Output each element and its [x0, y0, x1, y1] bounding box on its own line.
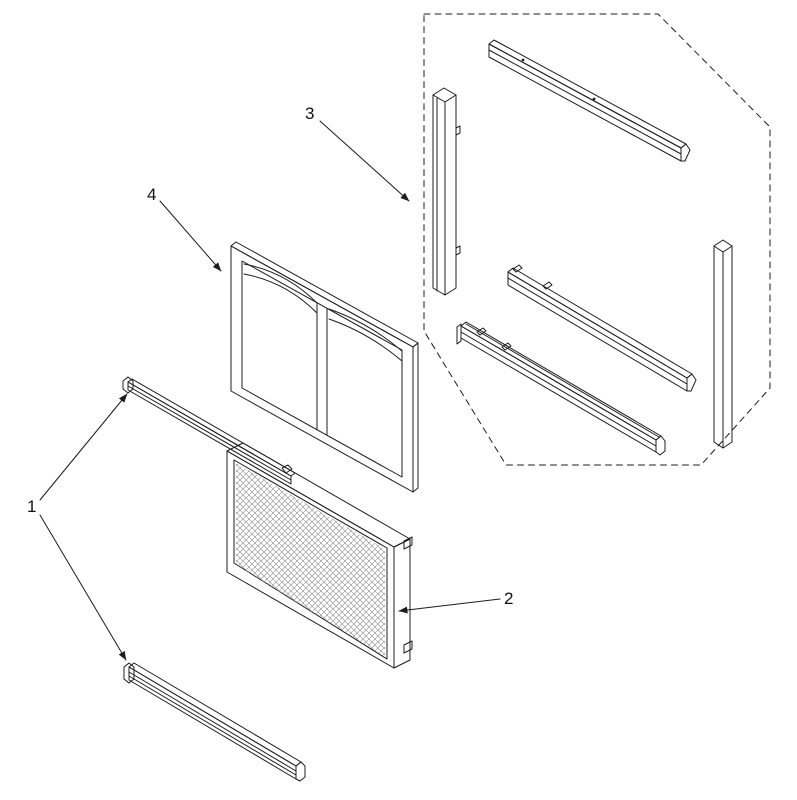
rail-ridge-line: [128, 671, 297, 772]
upper-cross-rail: [122, 376, 296, 485]
callout-4: 4: [147, 185, 222, 272]
rail-ridge-line: [460, 331, 657, 447]
rail-face: [128, 666, 297, 780]
rail-top-face: [488, 39, 687, 149]
screw-dot: [592, 97, 596, 101]
rail-top-face-edge: [713, 245, 733, 253]
right-side-rail: [713, 239, 733, 449]
dashed-boundary-outline: [423, 13, 771, 466]
rail-end-cap: [655, 435, 666, 456]
clip-tab: [501, 342, 512, 351]
clip-tab: [542, 281, 553, 290]
rail-ridge-line: [127, 385, 292, 481]
clip-tab: [281, 464, 293, 474]
callout-4-leader: [159, 200, 222, 272]
lower-cross-rail: [123, 662, 306, 782]
callout-1-label: 1: [27, 497, 36, 516]
callout-3: 3: [305, 104, 410, 202]
middle-frame-rail: [507, 264, 697, 392]
screen-panel: [226, 442, 413, 669]
frame-outer-edge: [230, 245, 414, 493]
clip-tab: [403, 640, 413, 654]
rail-top-face-edge: [432, 94, 457, 103]
callout-2: 2: [398, 589, 513, 614]
frame-top-face: [230, 241, 419, 348]
callout-1-leader-upper: [39, 393, 128, 501]
panel-front-face: [226, 450, 395, 669]
rail-top-face: [128, 662, 302, 767]
rail-ridge-line: [465, 323, 660, 438]
rail-top-face: [460, 321, 662, 441]
callout-2-leader: [398, 598, 501, 614]
rail-outline: [432, 87, 457, 296]
bottom-frame-rail: [456, 321, 666, 456]
callout-3-leader: [319, 120, 410, 202]
rail-end-cap: [456, 323, 462, 345]
rail-ridge-line: [128, 675, 297, 776]
rail-end-cap: [686, 373, 697, 392]
rail-outline: [713, 239, 733, 449]
callout-2-label: 2: [504, 589, 513, 608]
clip-tab: [512, 264, 523, 273]
top-frame-rail: [488, 39, 691, 162]
callout-3-label: 3: [305, 104, 314, 123]
callout-4-label: 4: [147, 185, 156, 204]
rail-ridge-line: [507, 277, 688, 385]
rail-top-face: [127, 378, 296, 477]
rail-top-face: [507, 267, 693, 379]
rail-end-cap: [295, 761, 306, 782]
pane-arch: [328, 318, 403, 362]
pane-arch: [328, 308, 403, 352]
clip-tab: [455, 245, 461, 256]
clip-tab: [476, 327, 487, 336]
panel-right-face: [393, 538, 411, 669]
rail-ridge-line: [488, 49, 682, 155]
clip-tab: [455, 125, 461, 136]
pane-arch: [243, 273, 318, 314]
frame-right-face: [412, 342, 419, 493]
screw-dot: [521, 58, 525, 62]
side-channel-rail: [432, 87, 461, 296]
callout-1-leader-lower: [39, 514, 127, 661]
frame-inner-edge: [241, 260, 403, 478]
pane-arch: [243, 263, 318, 304]
panel-inner-border: [233, 459, 388, 660]
rail-end-cap: [680, 143, 691, 162]
callout-1: 1: [27, 393, 128, 661]
window-frame: [230, 241, 419, 493]
clip-tab: [403, 536, 413, 550]
screen-mesh: [236, 463, 385, 657]
